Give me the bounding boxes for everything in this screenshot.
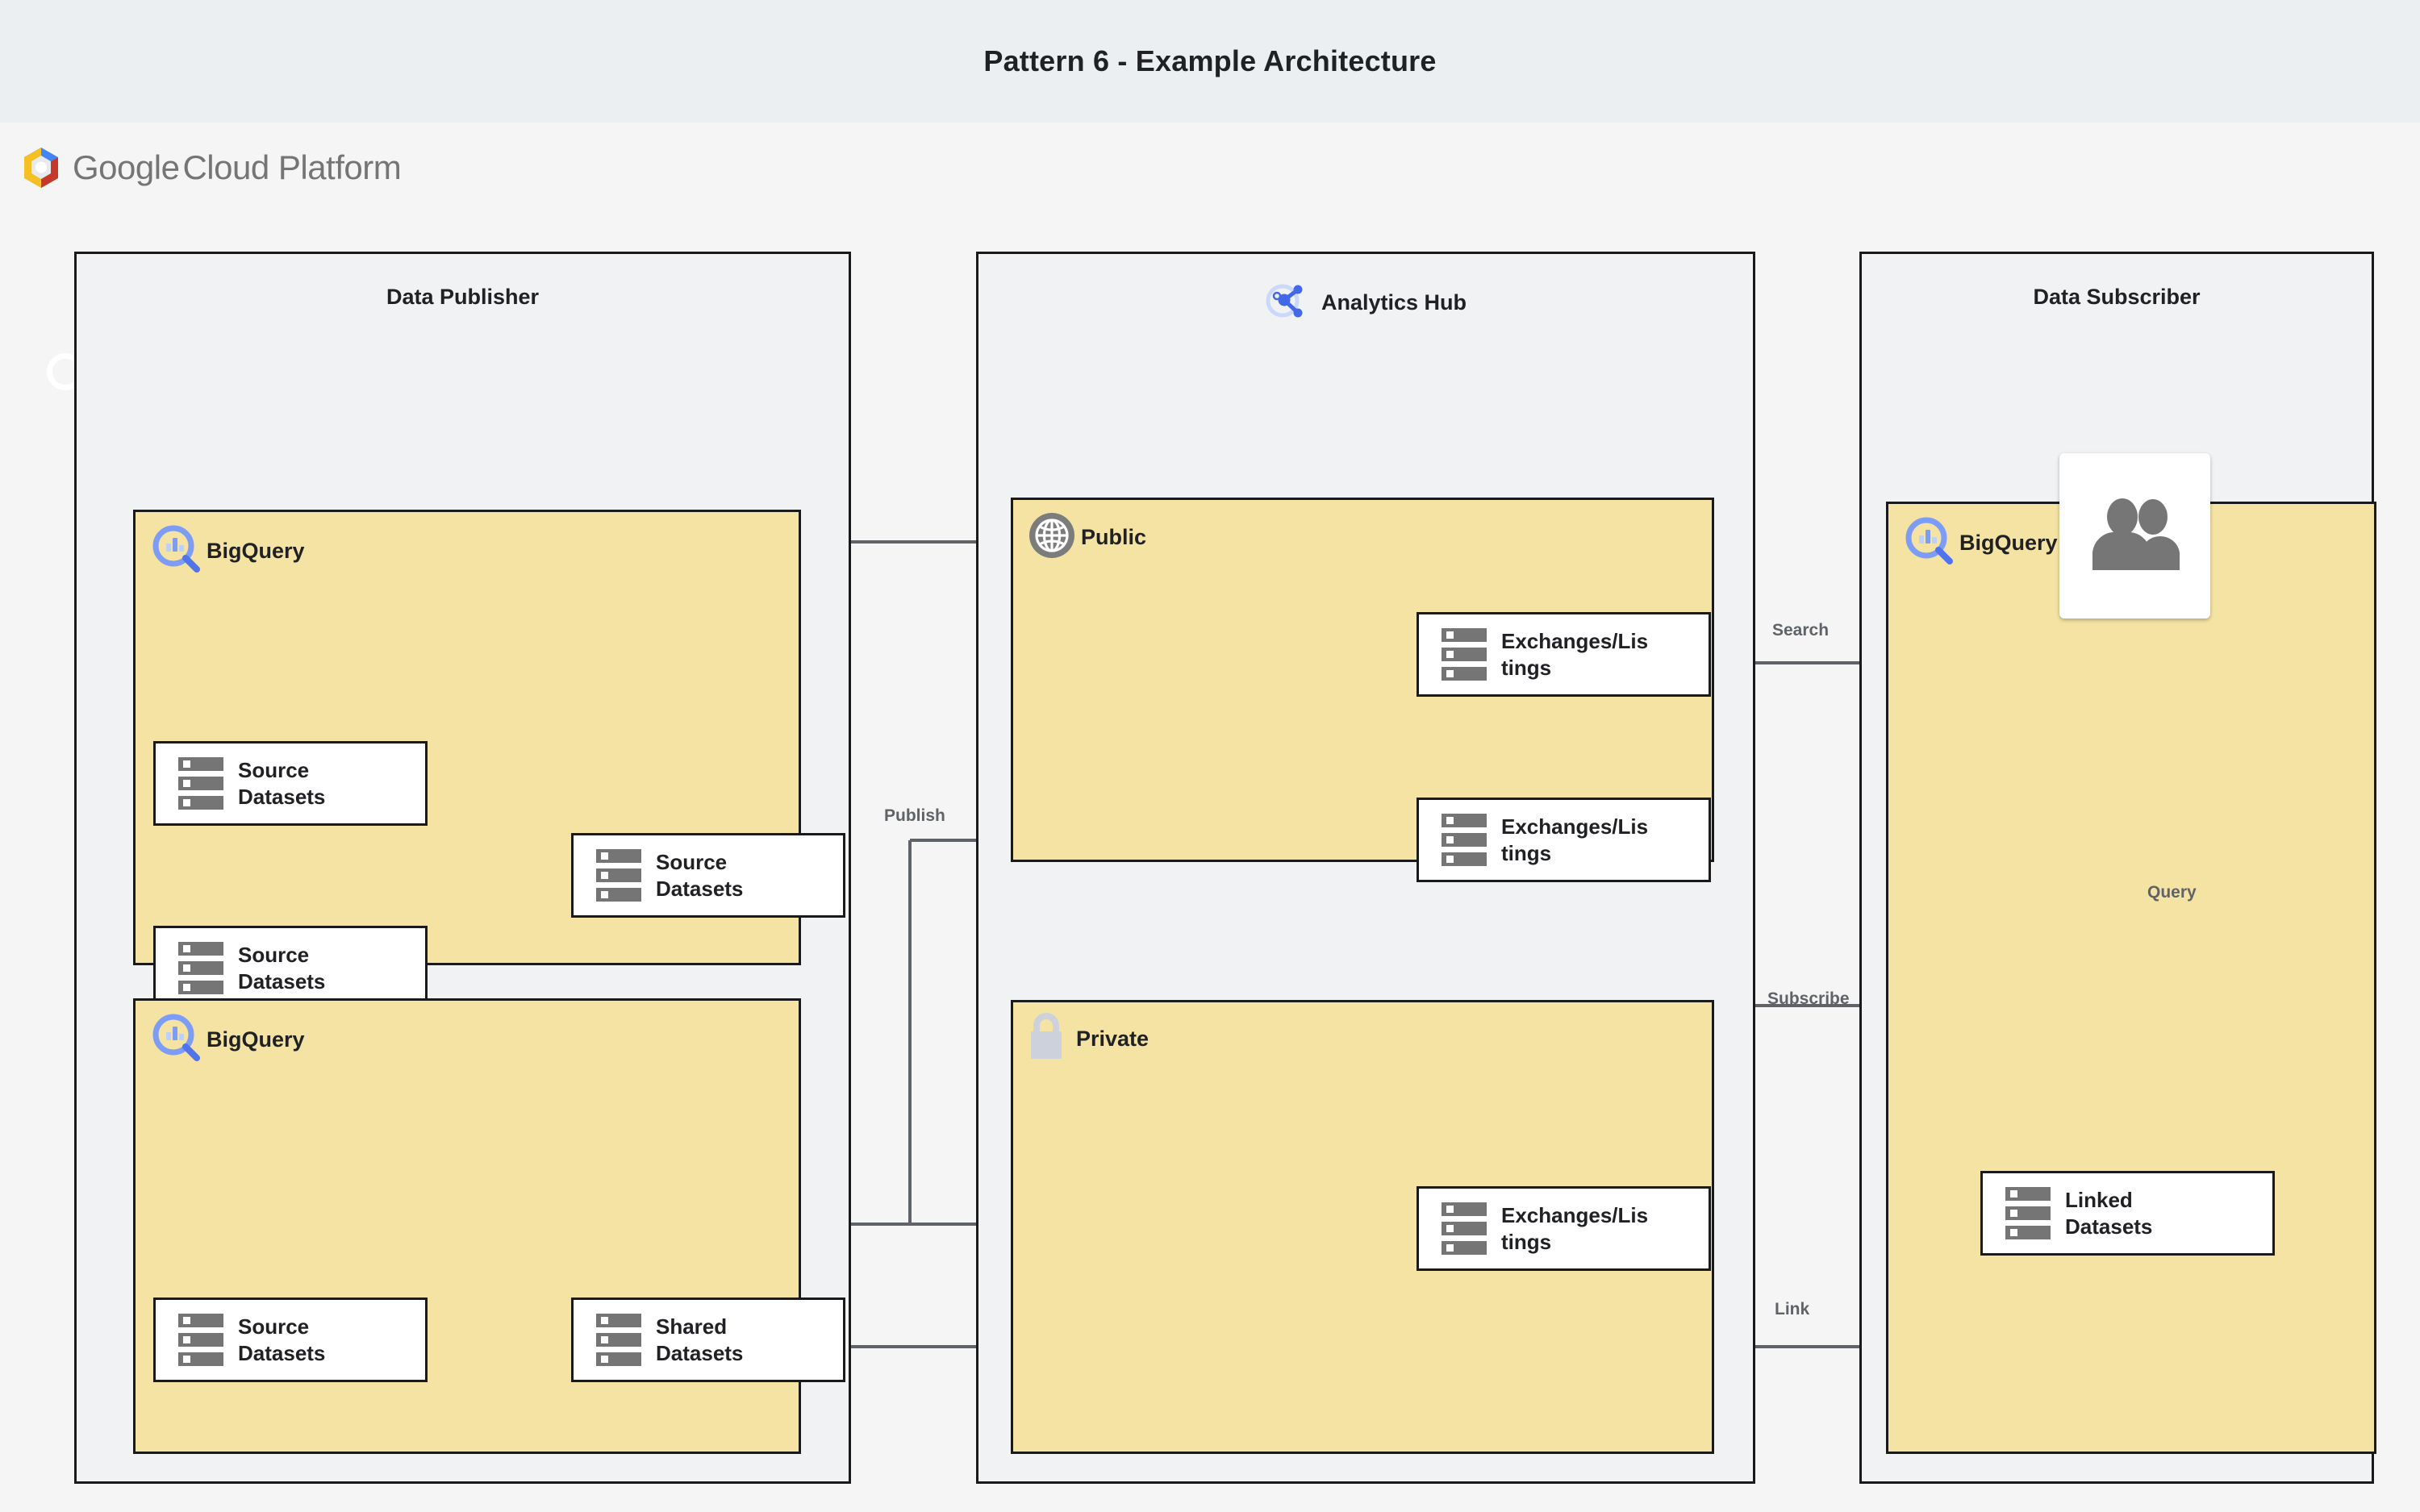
dataset-icon [178,942,223,994]
title-bar: Pattern 6 - Example Architecture [0,0,2420,123]
zone-title-data-subscriber: Data Subscriber [2033,285,2201,309]
dataset-icon [2005,1187,2051,1239]
panel-header-public: Public [1024,508,1146,567]
panel-header-private: Private [1024,1010,1149,1068]
panel-header-subscriber-bigquery: BigQuery [1900,512,2058,574]
subscriber-users-card[interactable] [2059,453,2210,619]
edge-label-link: Link [1775,1300,1810,1318]
brand-wordmark: GoogleCloud Platform [73,148,402,187]
panel-label-subscriber-bigquery: BigQuery [1959,531,2058,555]
edge-label-query: Query [2147,883,2197,902]
lock-icon [1024,1010,1068,1068]
dataset-icon [596,849,641,902]
panel-label-bigquery-bottom: BigQuery [207,1027,305,1052]
dataset-icon [1442,1202,1487,1255]
google-cloud-platform-logo: GoogleCloud Platform [23,147,402,189]
zone-title-data-publisher: Data Publisher [386,285,540,309]
zone-data-subscriber[interactable]: Data Subscriber BigQuery [1859,252,2376,1484]
globe-icon [1024,508,1079,567]
panel-header-bigquery-bottom: BigQuery [147,1009,305,1071]
zone-data-publisher[interactable]: Data Publisher BigQuery [74,252,851,1484]
page-title: Pattern 6 - Example Architecture [983,44,1437,77]
users-icon [2086,498,2184,574]
google-cloud-hexagon-icon [23,147,60,189]
zone-title-analytics-hub-row: Analytics Hub [978,278,1753,327]
analytics-hub-share-icon [1265,278,1310,327]
diagram-canvas: GoogleCloud Platform [0,123,2420,1512]
bigquery-icon [147,520,205,582]
dataset-icon [178,757,223,810]
dataset-icon [1442,814,1487,866]
bigquery-icon [1900,512,1958,574]
dataset-icon [1442,628,1487,681]
zone-analytics-hub[interactable]: Analytics Hub [976,252,1755,1484]
brand-word-cloud-platform: Cloud Platform [182,148,402,186]
edge-label-publish: Publish [884,806,945,825]
panel-label-public: Public [1081,525,1147,549]
brand-word-google: Google [73,148,180,186]
dataset-icon [596,1314,641,1366]
edge-label-subscribe: Subscribe [1767,989,1850,1008]
dataset-icon [178,1314,223,1366]
zone-title-analytics-hub: Analytics Hub [1321,290,1467,314]
bigquery-icon [147,1009,205,1071]
panel-label-bigquery-top: BigQuery [207,539,305,563]
panel-label-private: Private [1076,1027,1150,1051]
panel-header-bigquery-top: BigQuery [147,520,305,582]
edge-label-search: Search [1772,621,1830,639]
